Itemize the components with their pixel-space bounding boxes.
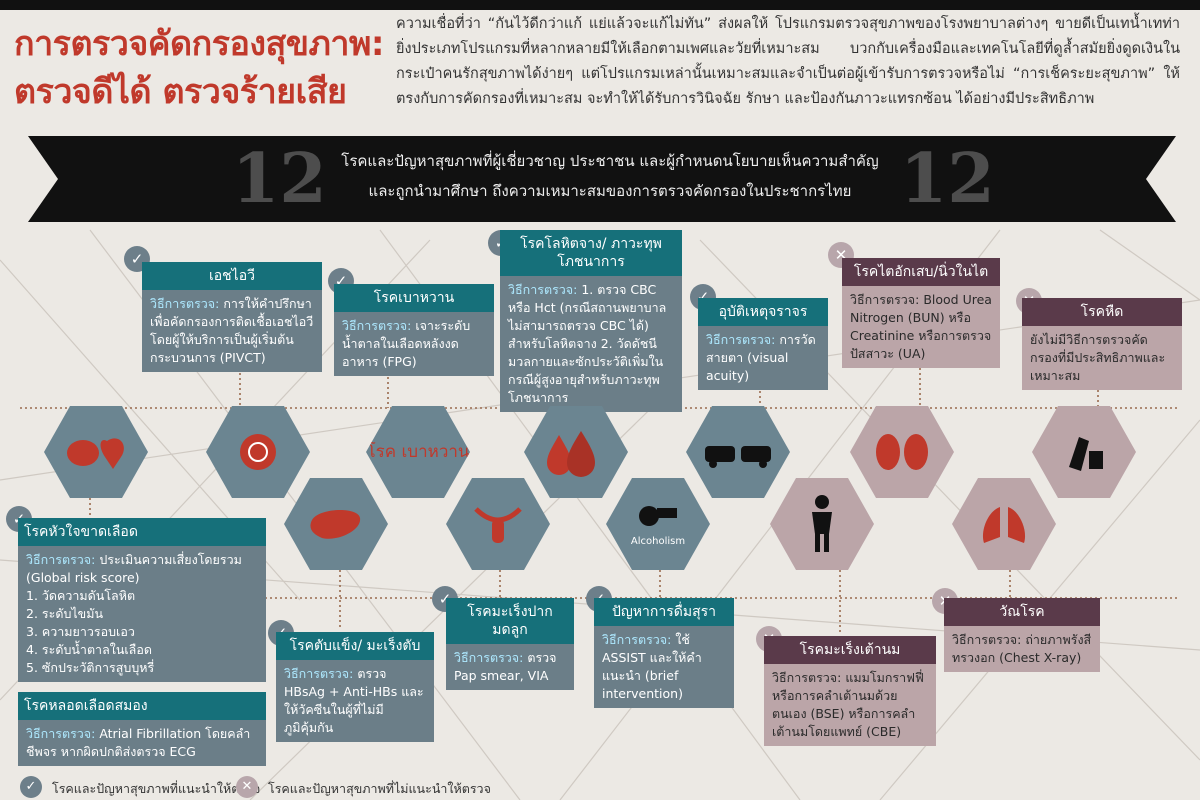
check-icon: ✓ <box>124 246 150 272</box>
method-label: วิธีการตรวจ: <box>850 292 920 307</box>
method-label: วิธีการตรวจ: <box>508 282 578 297</box>
banner-line-1: โรคและปัญหาสุขภาพที่ผู้เชี่ยวชาญ ประชาชน… <box>341 152 879 170</box>
page-title: การตรวจคัดกรองสุขภาพ: ตรวจดีได้ ตรวจร้าย… <box>14 20 385 116</box>
card-text: Atrial Fibrillation โดยคลำชีพจร หากผิดปก… <box>26 726 251 759</box>
inhaler-icon <box>1069 437 1103 471</box>
card-hiv: เอชไอวี วิธีการตรวจ: การให้คำปรึกษาเพื่อ… <box>142 262 322 372</box>
card-title: โรคเบาหวาน <box>334 284 494 312</box>
list-item: 4. ระดับน้ำตาลในเลือด <box>26 642 152 657</box>
card-diabetes: โรคเบาหวาน วิธีการตรวจ: เจาะระดับน้ำตาลใ… <box>334 284 494 376</box>
card-title: โรคโลหิตจาง/ ภาวะทุพโภชนาการ <box>500 230 682 276</box>
card-text: Blood Urea Nitrogen (BUN) หรือ Creatinin… <box>850 292 992 361</box>
card-alcohol: ปัญหาการดื่มสุรา วิธีการตรวจ: ใช้ ASSIST… <box>594 598 734 708</box>
banner-number-right: 12 <box>900 139 995 219</box>
card-asthma: โรคหืด ยังไม่มีวิธีการตรวจคัดกรองที่มีปร… <box>1022 298 1182 390</box>
legend-not-recommended: โรคและปัญหาสุขภาพที่ไม่แนะนำให้ตรวจ <box>268 781 491 796</box>
legend-check-icon: ✓ <box>20 776 42 798</box>
card-text: ประเมินความเสี่ยงโดยรวม (Global risk sco… <box>26 552 242 585</box>
liver-icon <box>310 509 361 539</box>
drinking-icon <box>639 505 677 526</box>
intro-paragraph: ความเชื่อที่ว่า “กันไว้ดีกว่าแก้ แย่แล้ว… <box>396 16 1180 107</box>
method-label: วิธีการตรวจ: <box>706 332 776 347</box>
card-title: ปัญหาการดื่มสุรา <box>594 598 734 626</box>
hex-alcohol-label: Alcoholism <box>630 535 686 547</box>
uterus-icon <box>474 507 522 543</box>
title-line-1: การตรวจคัดกรองสุขภาพ: <box>14 24 385 64</box>
method-label: วิธีการตรวจ: <box>284 666 354 681</box>
card-title: โรคมะเร็งปากมดลูก <box>446 598 574 644</box>
card-text: ตรวจ Pap smear, VIA <box>454 650 557 683</box>
car-crash-icon <box>705 446 771 468</box>
virus-icon <box>240 434 276 470</box>
method-label: วิธีการตรวจ: <box>772 670 842 685</box>
card-title: โรคตับแข็ง/ มะเร็งตับ <box>276 632 434 660</box>
list-item: 3. ความยาวรอบเอว <box>26 624 135 639</box>
list-item: 2. ระดับไขมัน <box>26 606 103 621</box>
card-text: เจาะระดับน้ำตาลในเลือดหลังงดอาหาร (FPG) <box>342 318 471 369</box>
card-title: โรคไตอักเสบ/นิ่วในไต <box>842 258 1000 286</box>
card-text: ตรวจ HBsAg + Anti-HBs และให้วัคซีนในผู้ท… <box>284 666 424 735</box>
banner-text: โรคและปัญหาสุขภาพที่ผู้เชี่ยวชาญ ประชาชน… <box>330 146 890 206</box>
card-title: อุบัติเหตุจราจร <box>698 298 828 326</box>
method-label: วิธีการตรวจ: <box>342 318 412 333</box>
card-title: เอชไอวี <box>142 262 322 290</box>
hex-hiv <box>206 406 310 498</box>
banner-number-left: 12 <box>232 139 327 219</box>
card-title: โรคหลอดเลือดสมอง <box>18 692 266 720</box>
method-label: วิธีการตรวจ: <box>150 296 220 311</box>
list-item: 5. ซักประวัติการสูบบุหรี่ <box>26 660 155 675</box>
card-text: แมมโมกราฟฟี่ หรือการคลำเต้านมด้วยตนเอง (… <box>772 670 924 739</box>
card-liver: โรคตับแข็ง/ มะเร็งตับ วิธีการตรวจ: ตรวจ … <box>276 632 434 742</box>
card-title: โรคหัวใจขาดเลือด <box>18 518 266 546</box>
lungs-icon <box>982 507 1026 543</box>
card-text: การให้คำปรึกษาเพื่อคัดกรองการติดเชื้อเอช… <box>150 296 314 365</box>
method-label: วิธีการตรวจ: <box>26 552 96 567</box>
banner-line-2: และถูกนำมาศึกษา ถึงความเหมาะสมของการตรวจ… <box>368 182 852 200</box>
list-item: 1. วัดความดันโลหิต <box>26 588 136 603</box>
card-kidney: โรคไตอักเสบ/นิ่วในไต วิธีการตรวจ: Blood … <box>842 258 1000 368</box>
card-cvd: โรคหัวใจขาดเลือด วิธีการตรวจ: ประเมินควา… <box>18 518 266 682</box>
card-anemia: โรคโลหิตจาง/ ภาวะทุพโภชนาการ วิธีการตรวจ… <box>500 230 682 412</box>
banner <box>28 136 1176 222</box>
method-label: วิธีการตรวจ: <box>952 632 1022 647</box>
card-text: ใช้ ASSIST และให้คำแนะนำ (brief interven… <box>602 632 702 701</box>
card-breast: โรคมะเร็งเต้านม วิธีการตรวจ: แมมโมกราฟฟี… <box>764 636 936 746</box>
legend-recommended: โรคและปัญหาสุขภาพที่แนะนำให้ตรวจ <box>52 781 261 796</box>
card-text: ยังไม่มีวิธีการตรวจคัดกรองที่มีประสิทธิภ… <box>1022 326 1182 390</box>
card-tb: วัณโรค วิธีการตรวจ: ถ่ายภาพรังสีทรวงอก (… <box>944 598 1100 672</box>
card-title: วัณโรค <box>944 598 1100 626</box>
hex-heart-brain <box>44 406 148 498</box>
title-line-2: ตรวจดีได้ ตรวจร้ายเสีย <box>14 72 347 112</box>
card-text: ถ่ายภาพรังสีทรวงอก (Chest X-ray) <box>952 632 1092 665</box>
banner-notch-left <box>28 136 58 222</box>
card-title: โรคหืด <box>1022 298 1182 326</box>
heart-brain-icon <box>67 438 124 469</box>
method-label: วิธีการตรวจ: <box>26 726 96 741</box>
card-stroke: โรคหลอดเลือดสมอง วิธีการตรวจ: Atrial Fib… <box>18 692 266 766</box>
top-bar <box>0 0 1200 10</box>
card-title: โรคมะเร็งเต้านม <box>764 636 936 664</box>
blood-drops-icon <box>547 431 595 477</box>
method-label: วิธีการตรวจ: <box>454 650 524 665</box>
hex-diabetes-label: โรค เบาหวาน <box>366 442 470 462</box>
woman-ribbon-icon <box>812 495 832 552</box>
legend-cross-icon: ✕ <box>236 776 258 798</box>
hex-diabetes: โรค เบาหวาน <box>366 406 470 498</box>
card-text: 1. ตรวจ CBC หรือ Hct (กรณีสถานพยาบาลไม่ส… <box>508 282 667 405</box>
hex-asthma <box>1032 406 1136 498</box>
kidney-icon <box>876 434 928 470</box>
banner-notch-right <box>1146 136 1176 222</box>
card-accident: อุบัติเหตุจราจร วิธีการตรวจ: การวัดสายตา… <box>698 298 828 390</box>
method-label: วิธีการตรวจ: <box>602 632 672 647</box>
card-cervical: โรคมะเร็งปากมดลูก วิธีการตรวจ: ตรวจ Pap … <box>446 598 574 690</box>
card-text: การวัดสายตา (visual acuity) <box>706 332 816 383</box>
